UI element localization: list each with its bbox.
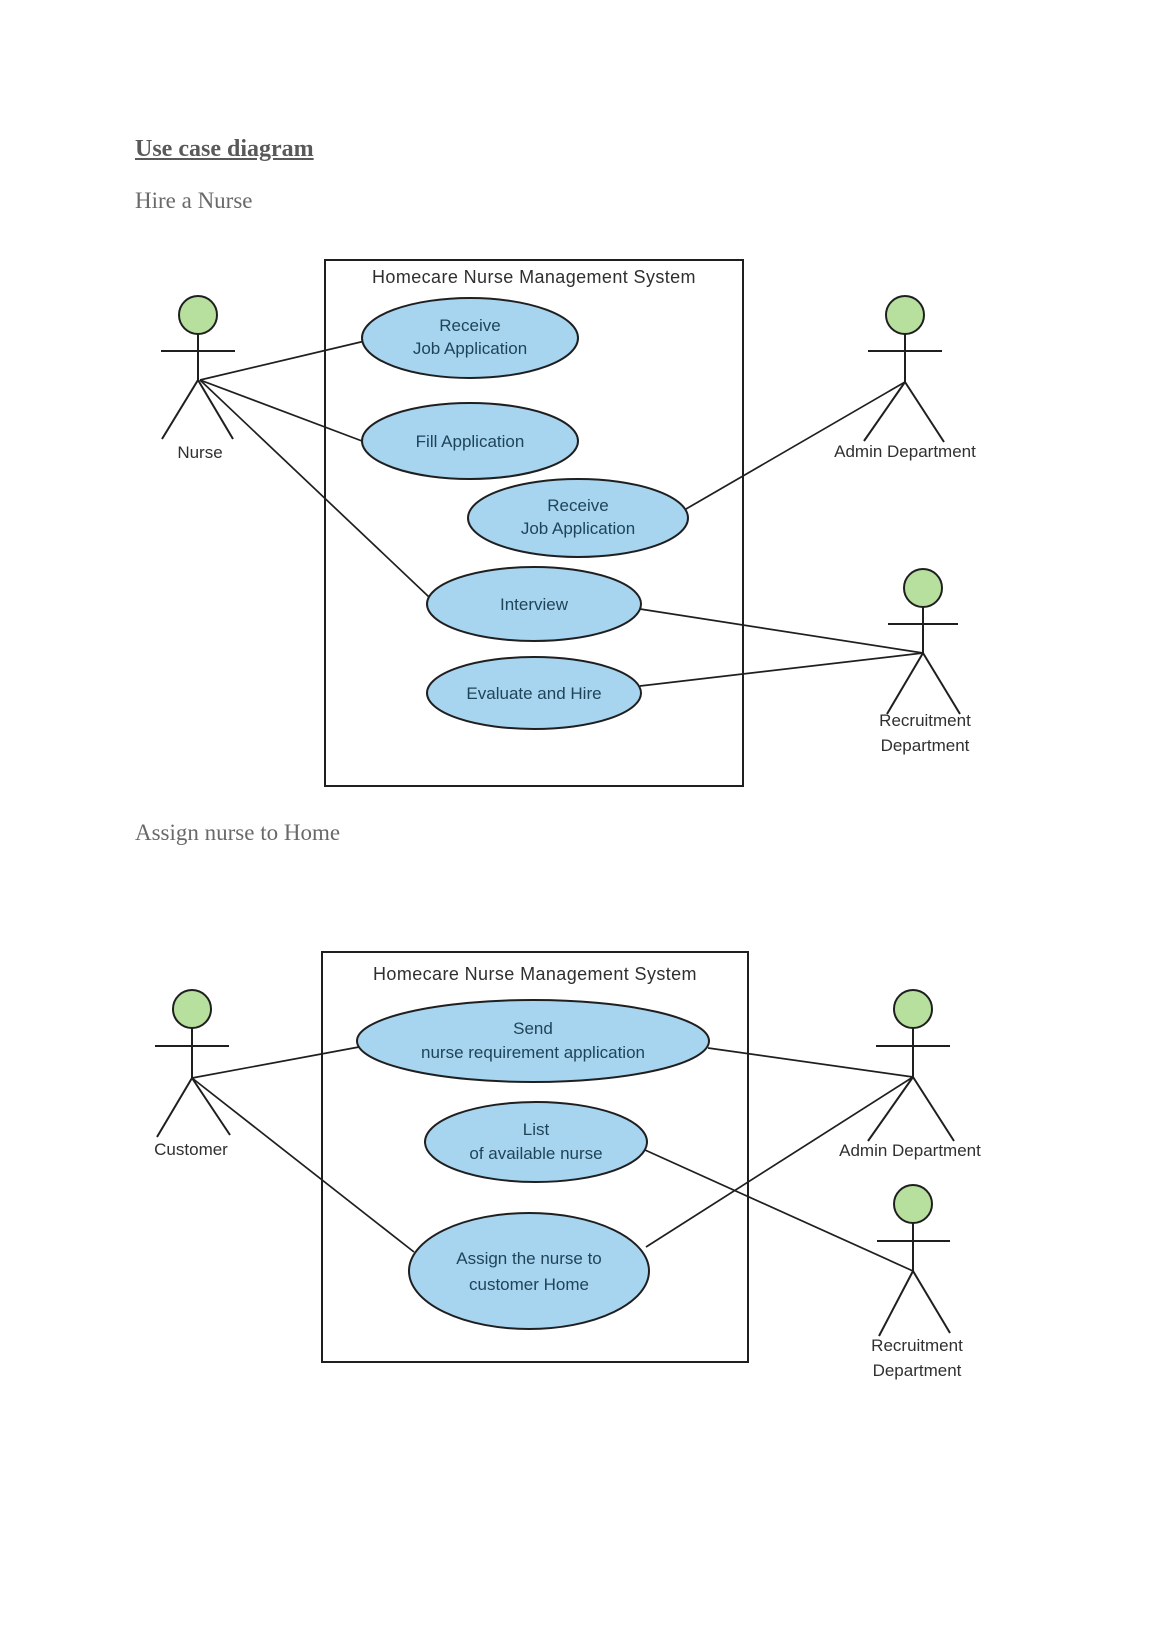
association-nurse-receive-job-application — [199, 340, 366, 381]
actor-head — [893, 989, 933, 1029]
usecase-label: nurse requirement application — [421, 1043, 645, 1062]
association-recruitment-evaluate-and-hire — [639, 652, 924, 687]
usecase-ellipse — [361, 297, 579, 379]
actor-recruitment-department: Recruitment Department — [871, 1184, 963, 1380]
usecase-label: Receive — [547, 496, 608, 515]
section-label-hire-a-nurse: Hire a Nurse — [135, 188, 253, 213]
association-recruitment-interview — [639, 608, 924, 654]
system-title: Homecare Nurse Management System — [373, 964, 697, 984]
actor-leg-right — [912, 1076, 955, 1142]
usecase-ellipse — [467, 478, 689, 558]
actor-leg-right — [904, 381, 945, 443]
usecase-evaluate-and-hire: Evaluate and Hire — [426, 656, 642, 730]
actor-label: Admin Department — [834, 442, 976, 461]
usecase-receive-job-application-2: Receive Job Application — [467, 478, 689, 558]
usecase-assign-the-nurse-to-customer-home: Assign the nurse to customer Home — [408, 1212, 650, 1330]
usecase-label: Job Application — [413, 339, 527, 358]
usecase-fill-application: Fill Application — [361, 402, 579, 480]
actor-head — [178, 295, 218, 335]
usecase-label: Interview — [500, 595, 569, 614]
actor-label: Nurse — [177, 443, 222, 462]
actor-head — [885, 295, 925, 335]
usecase-list-of-available-nurse: List of available nurse — [424, 1101, 648, 1183]
association-nurse-fill-application — [199, 379, 363, 442]
association-customer-send-application — [191, 1046, 360, 1079]
association-admin-assign-nurse — [645, 1076, 914, 1248]
usecase-ellipse — [361, 402, 579, 480]
system-title: Homecare Nurse Management System — [372, 267, 696, 287]
system-boundary-box — [321, 951, 749, 1363]
usecase-ellipse — [426, 566, 642, 642]
doc-title: Use case diagram — [135, 136, 314, 162]
usecase-label: customer Home — [469, 1275, 589, 1294]
system-boundary-box — [324, 259, 744, 787]
usecase-label: of available nurse — [469, 1144, 602, 1163]
association-recruitment-list-available-nurse — [644, 1149, 914, 1272]
usecase-label: Assign the nurse to — [456, 1249, 602, 1268]
actor-customer: Customer — [154, 989, 231, 1159]
actor-label: Department — [881, 736, 970, 755]
usecase-label: Job Application — [521, 519, 635, 538]
actor-leg-left — [863, 381, 906, 442]
usecase-label: List — [523, 1120, 550, 1139]
actor-label: Recruitment — [879, 711, 971, 730]
usecase-label: Evaluate and Hire — [466, 684, 601, 703]
association-admin-receive-job-application — [685, 381, 906, 510]
actor-leg-right — [912, 1270, 951, 1334]
actor-head — [903, 568, 943, 608]
actor-recruitment-department: Recruitment Department — [879, 568, 971, 755]
usecase-interview: Interview — [426, 566, 642, 642]
usecase-ellipse — [408, 1212, 650, 1330]
actor-head — [893, 1184, 933, 1224]
actor-leg-left — [161, 379, 199, 440]
actor-leg-left — [878, 1270, 914, 1337]
association-nurse-interview — [199, 379, 430, 598]
actor-leg-left — [156, 1077, 193, 1138]
diagram-hire-a-nurse: Homecare Nurse Management System Receive… — [161, 259, 976, 787]
actor-leg-left — [867, 1076, 914, 1142]
actor-admin-department: Admin Department — [839, 989, 981, 1160]
actor-label: Admin Department — [839, 1141, 981, 1160]
association-admin-send-application — [707, 1047, 914, 1078]
usecase-receive-job-application-1: Receive Job Application — [361, 297, 579, 379]
usecase-send-nurse-requirement-application: Send nurse requirement application — [356, 999, 710, 1083]
actor-label: Department — [873, 1361, 962, 1380]
usecase-label: Receive — [439, 316, 500, 335]
usecase-label: Fill Application — [416, 432, 525, 451]
actor-label: Customer — [154, 1140, 228, 1159]
actor-leg-left — [886, 652, 924, 715]
actor-admin-department: Admin Department — [834, 295, 976, 461]
usecase-ellipse — [424, 1101, 648, 1183]
association-customer-assign-nurse — [191, 1077, 415, 1253]
usecase-ellipse — [356, 999, 710, 1083]
usecase-label: Send — [513, 1019, 553, 1038]
actor-nurse: Nurse — [161, 295, 235, 462]
diagram-assign-nurse-to-home: Homecare Nurse Management System Send nu… — [154, 951, 981, 1380]
actor-label: Recruitment — [871, 1336, 963, 1355]
usecase-ellipse — [426, 656, 642, 730]
actor-leg-right — [922, 652, 961, 715]
actor-leg-right — [191, 1077, 231, 1136]
actor-head — [172, 989, 212, 1029]
section-label-assign-nurse-to-home: Assign nurse to Home — [135, 820, 341, 845]
actor-leg-right — [197, 379, 234, 440]
